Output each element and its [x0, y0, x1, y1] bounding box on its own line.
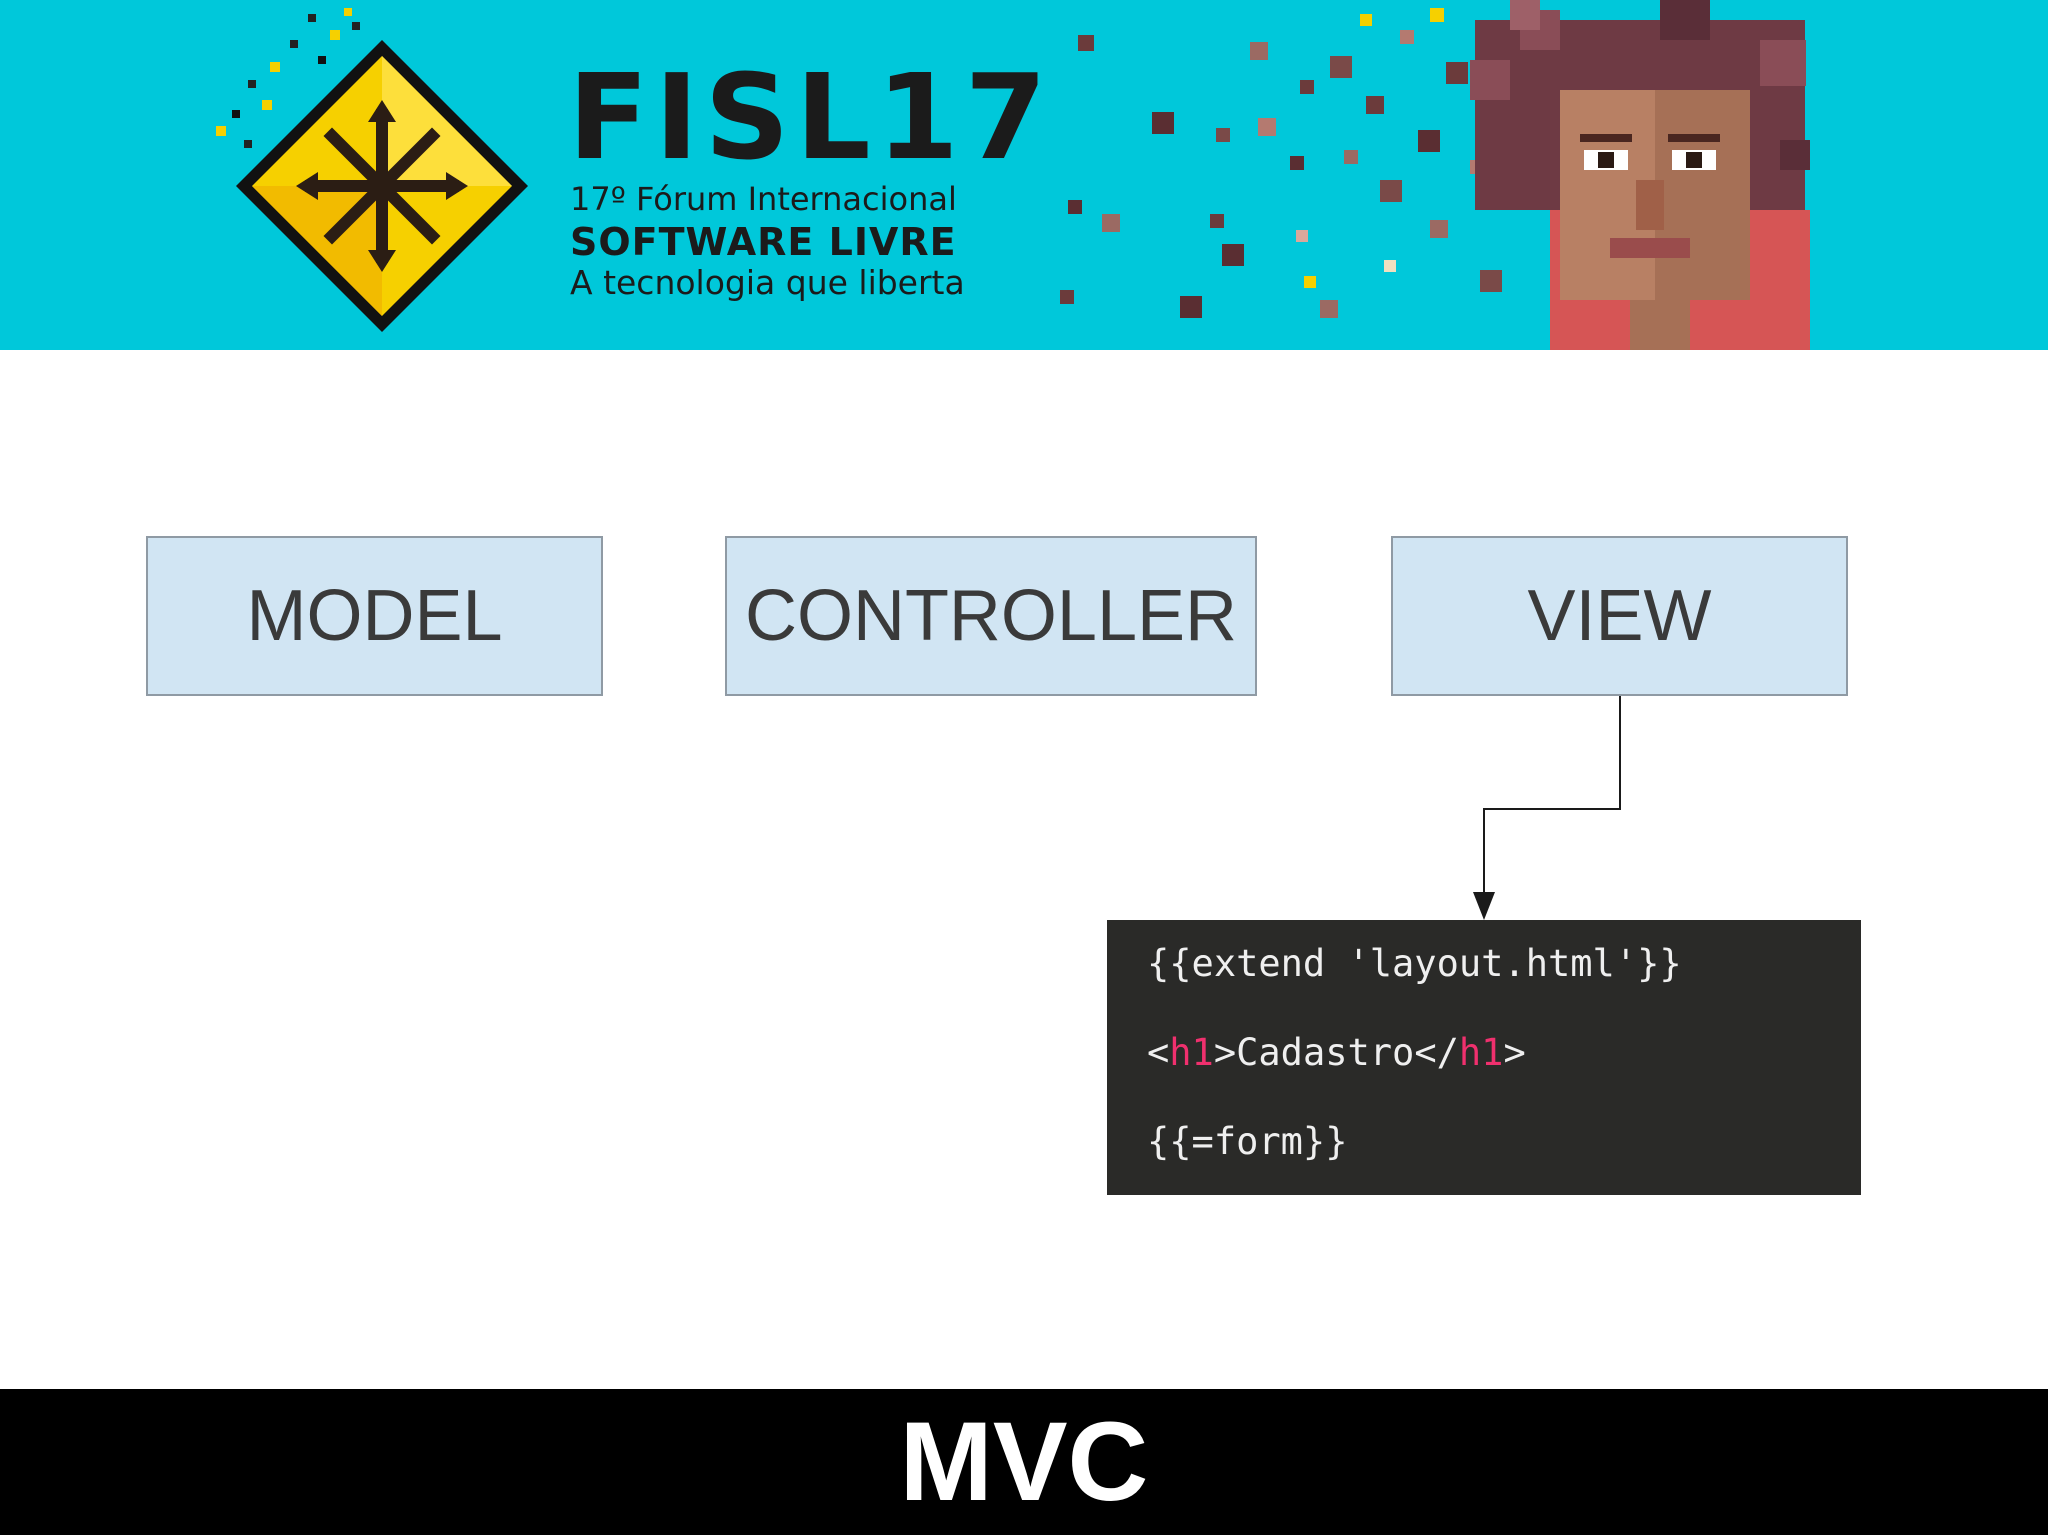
- model-box: MODEL: [146, 536, 603, 696]
- scattered-pixels: [1060, 8, 1502, 318]
- footer-bar: MVC: [0, 1389, 2048, 1535]
- controller-box: CONTROLLER: [725, 536, 1257, 696]
- code-line-heading: <h1>Cadastro</h1>: [1147, 1033, 1821, 1122]
- controller-label: CONTROLLER: [744, 576, 1238, 656]
- code-snippet: {{extend 'layout.html'}} <h1>Cadastro</h…: [1107, 920, 1861, 1195]
- view-label: VIEW: [1527, 576, 1712, 656]
- model-label: MODEL: [246, 576, 503, 656]
- fisl-logo-icon: [236, 40, 528, 332]
- code-line-extend: {{extend 'layout.html'}}: [1147, 942, 1682, 985]
- pixel-face-illustration: [1470, 0, 1810, 350]
- view-box: VIEW: [1391, 536, 1848, 696]
- code-open-tag: h1: [1169, 1031, 1214, 1074]
- brand-subtitle-forum: 17º Fórum Internacional: [570, 180, 957, 218]
- slide-title: MVC: [899, 1399, 1149, 1524]
- banner-artwork: [216, 0, 1810, 350]
- banner: FISL17 17º Fórum Internacional SOFTWARE …: [0, 0, 2048, 350]
- code-open-bracket: <: [1147, 1031, 1170, 1074]
- brand-subtitle-software-livre: SOFTWARE LIVRE: [570, 220, 957, 264]
- brand-title: FISL17: [568, 48, 1053, 186]
- code-close-bracket: >: [1503, 1031, 1526, 1074]
- code-close-tag: h1: [1458, 1031, 1504, 1074]
- pixel-dust: [216, 8, 360, 148]
- code-heading-content: >Cadastro</: [1213, 1031, 1459, 1074]
- code-line-form: {{=form}}: [1147, 1120, 1348, 1163]
- brand-tagline: A tecnologia que liberta: [570, 263, 965, 302]
